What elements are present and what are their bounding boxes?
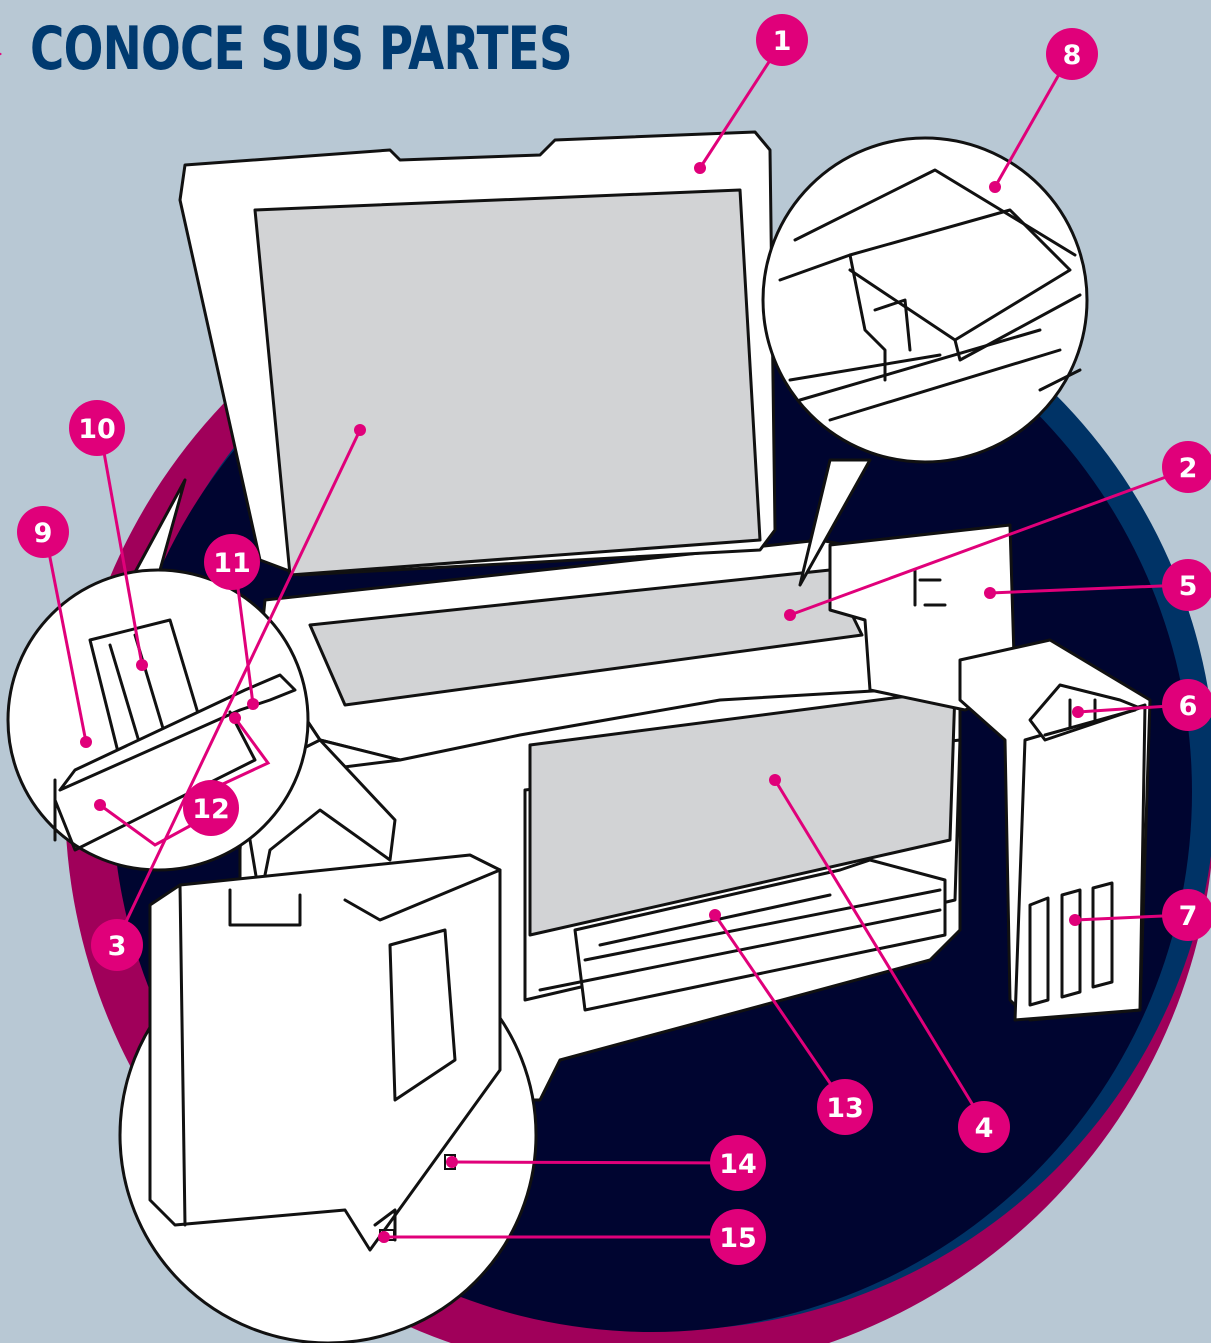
callout-13-label: 13	[826, 1093, 864, 1124]
leader-9	[43, 531, 88, 743]
callout-2-label: 2	[1179, 453, 1198, 484]
callout-5-label: 5	[1179, 571, 1198, 602]
callout-9: 9	[17, 506, 69, 558]
ink-tank-unit	[958, 638, 1152, 1022]
leader-5	[989, 583, 1186, 595]
callout-3: 3	[91, 919, 143, 971]
callout-badges: 1 2 3 4 5 6 7 8	[17, 14, 1211, 1265]
callout-9-label: 9	[34, 518, 53, 549]
zoom-bubble-print-head	[761, 136, 1089, 587]
callout-7-label: 7	[1179, 901, 1198, 932]
callout-11-label: 11	[213, 548, 251, 579]
callout-8: 8	[1046, 28, 1098, 80]
leader-2	[789, 468, 1186, 617]
callout-15: 15	[710, 1209, 766, 1265]
callout-15-label: 15	[719, 1223, 757, 1254]
leader-10	[98, 429, 144, 666]
printer-body	[238, 658, 962, 1102]
front-cover	[528, 688, 957, 937]
callout-7: 7	[1162, 889, 1211, 941]
callout-10-label: 10	[78, 414, 116, 445]
title-arrow-icon	[0, 44, 2, 64]
document-lid	[178, 130, 777, 577]
leader-13	[713, 914, 847, 1106]
page-title: CONOCE SUS PARTES	[30, 14, 573, 84]
callout-3-label: 3	[108, 931, 127, 962]
callout-8-label: 8	[1063, 40, 1082, 71]
callout-12-label: 12	[192, 794, 230, 825]
leader-14	[451, 1160, 739, 1165]
callout-1: 1	[756, 14, 808, 66]
callout-4-label: 4	[975, 1113, 994, 1144]
leader-8	[993, 54, 1072, 188]
output-tray	[573, 858, 947, 1012]
callout-11: 11	[204, 534, 260, 590]
callout-4: 4	[958, 1101, 1010, 1153]
zoom-bubble-rear-ports	[118, 853, 538, 1343]
leader-3	[113, 429, 362, 946]
leader-lines	[43, 44, 1186, 1243]
callout-1-label: 1	[773, 26, 792, 57]
lid-mat	[253, 188, 762, 577]
callout-2: 2	[1162, 441, 1211, 493]
callout-6-label: 6	[1179, 691, 1198, 722]
leader-4	[773, 779, 987, 1126]
scanner-glass	[308, 568, 864, 707]
callout-6: 6	[1162, 679, 1211, 731]
callout-10: 10	[69, 400, 125, 456]
callout-12: 12	[183, 780, 239, 836]
leader-1	[698, 44, 782, 169]
callout-14: 14	[710, 1135, 766, 1191]
callout-13: 13	[817, 1079, 873, 1135]
callout-5: 5	[1162, 559, 1211, 611]
callout-14-label: 14	[719, 1149, 757, 1180]
